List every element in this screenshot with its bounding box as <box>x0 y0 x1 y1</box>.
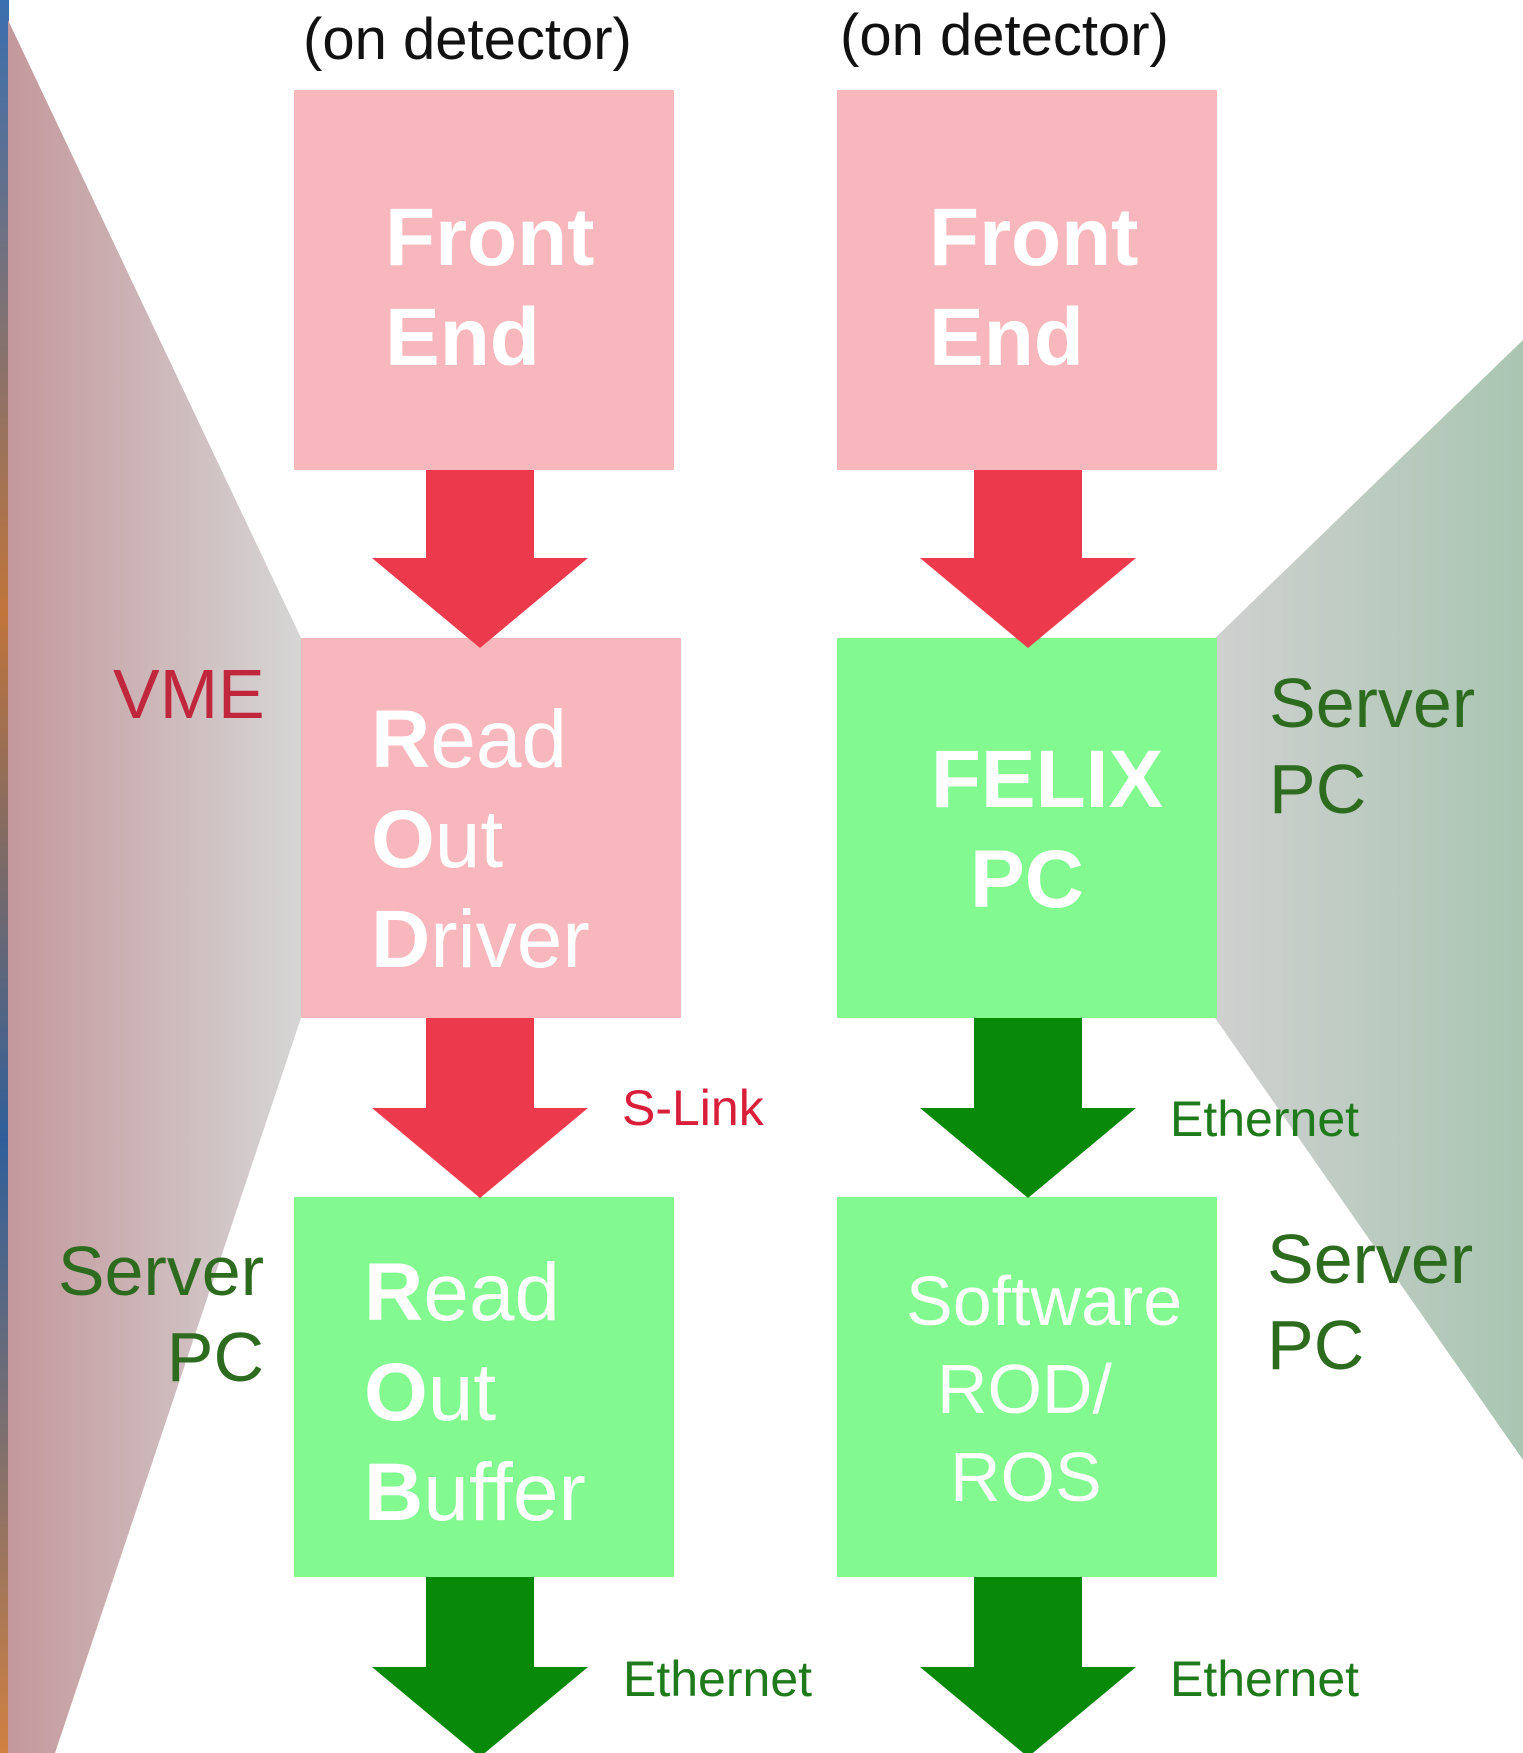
left-arrow-rob-out <box>372 1577 588 1753</box>
software-line-2: ROD/ <box>937 1350 1112 1428</box>
rod-line-2: Out <box>371 794 504 885</box>
right-wedge <box>1213 340 1523 1460</box>
right-server-bottom-line-2: PC <box>1267 1306 1365 1384</box>
photo-edge-strip <box>0 0 9 1753</box>
left-front-end-box: Front End <box>294 90 674 470</box>
read-out-buffer-box: Read Out Buffer <box>294 1197 674 1577</box>
s-link-label: S-Link <box>622 1080 764 1136</box>
felix-line-2: PC <box>970 834 1084 925</box>
left-front-end-line-2: End <box>385 292 540 383</box>
rod-line-1: Read <box>371 694 568 785</box>
right-server-top-line-2: PC <box>1269 750 1367 828</box>
right-output-ethernet-label: Ethernet <box>1170 1651 1360 1707</box>
software-rod-ros-box: Software ROD/ ROS <box>837 1197 1217 1577</box>
right-front-end-line-2: End <box>929 292 1084 383</box>
left-output-ethernet-label: Ethernet <box>623 1651 813 1707</box>
right-server-top-line-1: Server <box>1269 664 1476 742</box>
read-out-driver-box: Read Out Driver <box>301 638 681 1018</box>
right-front-end-line-1: Front <box>929 192 1139 283</box>
felix-pc-box: FELIX PC <box>837 638 1217 1018</box>
right-arrow-software-out <box>920 1577 1136 1753</box>
software-line-3: ROS <box>950 1438 1102 1516</box>
left-server-label-line-1: Server <box>57 1232 264 1310</box>
left-front-end-line-1: Front <box>385 192 595 283</box>
left-header: (on detector) <box>303 7 632 72</box>
right-front-end-box: Front End <box>837 90 1217 470</box>
left-server-label-line-2: PC <box>166 1318 264 1396</box>
software-line-1: Software <box>906 1262 1183 1340</box>
rob-line-2: Out <box>364 1347 497 1438</box>
rob-line-1: Read <box>364 1247 561 1338</box>
rob-line-3: Buffer <box>364 1447 586 1538</box>
felix-ethernet-label: Ethernet <box>1170 1091 1360 1147</box>
left-arrow-rod-to-rob <box>372 1018 588 1198</box>
right-arrow-felix-to-software <box>920 1018 1136 1198</box>
felix-line-1: FELIX <box>930 734 1164 825</box>
right-arrow-fe-to-felix <box>920 470 1136 648</box>
right-server-pc-label-top: Server PC <box>1269 660 1475 832</box>
vme-label: VME <box>113 655 265 733</box>
right-header: (on detector) <box>840 3 1169 68</box>
left-server-pc-label: Server PC <box>44 1228 264 1400</box>
right-server-bottom-line-1: Server <box>1267 1220 1474 1298</box>
right-server-pc-label-bottom: Server PC <box>1267 1216 1473 1388</box>
rod-line-3: Driver <box>371 894 590 985</box>
left-arrow-fe-to-rod <box>372 470 588 648</box>
left-wedge <box>8 20 302 1753</box>
